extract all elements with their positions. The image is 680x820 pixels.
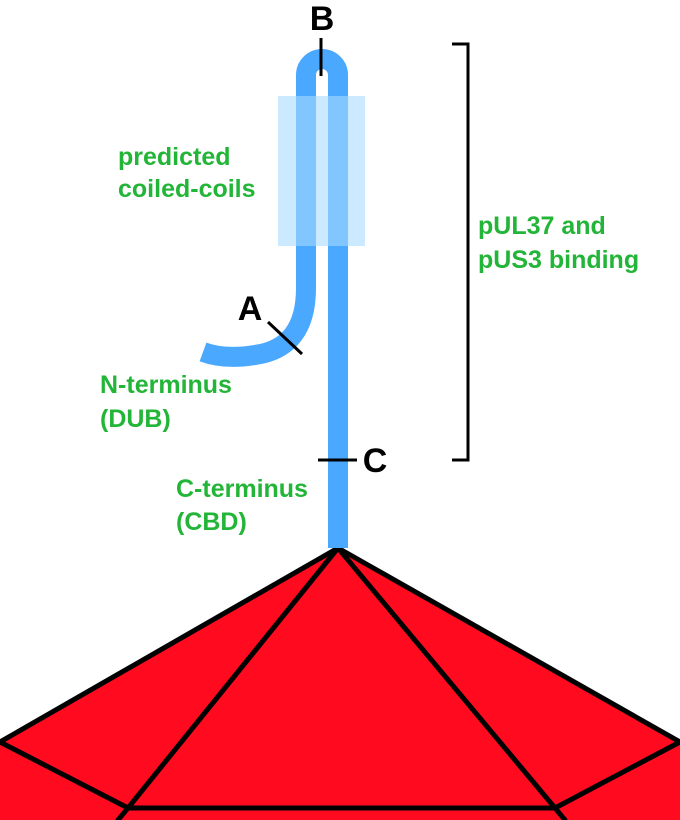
binding-label-line2: pUS3 binding [478,246,639,274]
binding-label-line1: pUL37 and [478,212,606,240]
capsid-face-left [0,548,338,820]
protein-chain [199,49,348,548]
capsid-face-center [128,548,555,808]
coiled-coil-region [278,96,365,246]
coiled-coils-label-line2: coiled-coils [118,175,256,203]
capsid-face-right [338,548,680,820]
n-terminus-label-line1: N-terminus [100,371,232,399]
marker-b-label: B [310,0,335,38]
marker-a-label: A [238,290,263,328]
c-terminus-label-line1: C-terminus [176,475,308,503]
coiled-coils-label-line1: predicted [118,143,231,171]
binding-bracket [452,42,470,462]
capsid-face-bottom [0,742,680,820]
c-terminus-label-line2: (CBD) [176,508,247,536]
marker-a-line [266,320,304,356]
capsid [0,545,680,820]
n-terminus-label-line2: (DUB) [100,405,171,433]
marker-c-label: C [363,442,388,480]
capsid-edges [0,545,680,820]
